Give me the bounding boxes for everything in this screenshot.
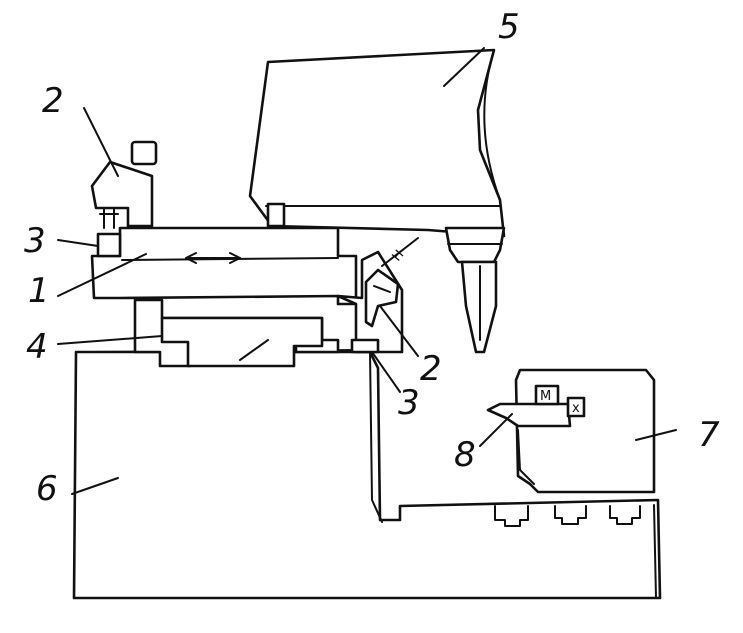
tool-holder-m <box>534 384 560 406</box>
bed-right-edge <box>653 504 657 599</box>
h-indicator-text: H <box>390 247 408 264</box>
cross-slide-arrow <box>239 339 269 361</box>
leader-7 <box>635 429 677 441</box>
leader-3-left <box>57 239 99 247</box>
leader-2-left <box>83 107 119 177</box>
stop-block-left <box>96 232 122 258</box>
label-2-right: 2 <box>420 349 442 389</box>
label-5: 5 <box>498 7 520 47</box>
label-4: 4 <box>26 327 48 367</box>
leader-1 <box>57 253 147 297</box>
leader-4 <box>57 335 163 345</box>
left-gauge-body <box>90 160 154 228</box>
spindle-head-front-curve <box>483 49 501 201</box>
tool-bit <box>486 402 572 428</box>
label-8: 8 <box>454 435 476 475</box>
tool-holder-m-text: M <box>540 389 551 404</box>
label-6: 6 <box>36 469 58 509</box>
machine-bed <box>72 350 662 600</box>
h-indicator-line <box>381 237 419 267</box>
t-slot-1 <box>494 505 529 527</box>
right-gauge-body <box>364 268 400 328</box>
spindle-head-lower-block <box>266 202 286 228</box>
label-3-left: 3 <box>24 221 46 261</box>
table-arrow-head-left <box>185 252 197 264</box>
label-2-left: 2 <box>42 81 64 121</box>
leader-3-right <box>371 351 401 393</box>
left-gauge-stem <box>99 207 119 229</box>
spindle-head <box>248 48 506 238</box>
worktable <box>90 226 358 306</box>
t-slot-3 <box>609 505 641 525</box>
t-slot-2 <box>554 505 587 525</box>
cross-slide-upper-block <box>160 316 324 368</box>
label-7: 7 <box>698 415 720 455</box>
fixture-inner-slot <box>517 429 535 485</box>
tool-holder-x <box>566 396 586 418</box>
label-1: 1 <box>28 271 50 311</box>
leader-2-right <box>379 305 419 357</box>
stop-block-right <box>350 338 380 354</box>
leader-6 <box>71 477 119 495</box>
leader-5 <box>443 47 485 87</box>
bed-side-step <box>369 351 383 523</box>
table-arrow-head-right <box>229 252 241 264</box>
left-gauge-cap <box>130 140 158 166</box>
right-gauge-mark <box>373 285 391 293</box>
tool-holder-x-text: x <box>572 401 580 416</box>
label-3-right: 3 <box>398 383 420 423</box>
leader-8 <box>479 413 513 447</box>
